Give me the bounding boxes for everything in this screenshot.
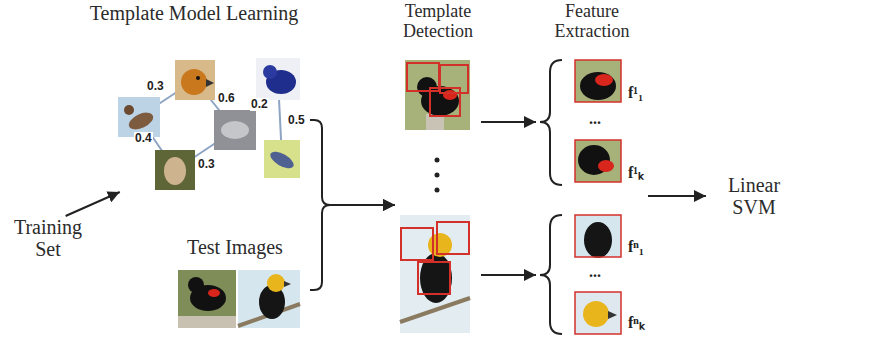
stage-heading: Feature Extraction	[536, 2, 648, 42]
edge-weight: 0.2	[250, 98, 269, 111]
detection-boxes	[401, 222, 469, 294]
bird-head	[263, 65, 277, 79]
thumb-ground	[256, 58, 300, 100]
thumb-ground	[264, 140, 300, 178]
red-wing-patch	[208, 289, 220, 297]
template-thumb	[175, 60, 215, 100]
detection-box	[401, 228, 433, 260]
flow-arrow	[66, 192, 120, 216]
stage-heading: Template Detection	[395, 2, 481, 42]
output-caption: Linear SVM	[706, 174, 802, 218]
thumb-ground	[118, 97, 160, 137]
detection-box	[437, 222, 469, 254]
feature-thumb	[575, 292, 621, 334]
bird-body	[164, 157, 186, 185]
feature-label: ...	[589, 263, 601, 281]
stage-heading: Template Model Learning	[78, 2, 310, 24]
edge-weight: 0.3	[146, 80, 165, 93]
input-caption: Training Set	[4, 216, 92, 260]
dot	[435, 158, 440, 163]
photo-ground	[405, 60, 470, 130]
feature-thumb	[575, 140, 621, 182]
bird-head	[181, 69, 207, 95]
bird-head	[267, 274, 285, 292]
bird-head	[583, 301, 609, 327]
thumb-ground	[575, 60, 621, 102]
thumb-ground	[175, 60, 215, 100]
edge-weight: 0.4	[134, 132, 153, 145]
feature-label: f¹ₖ	[628, 164, 644, 182]
feature-label: f¹₁	[628, 84, 643, 102]
red-wing-patch	[443, 90, 457, 100]
flow-arrow	[310, 205, 395, 290]
dot	[435, 188, 440, 193]
test-image	[178, 270, 236, 328]
photo-ground	[178, 270, 236, 328]
thumb-border	[575, 215, 621, 257]
detection-image	[400, 215, 470, 333]
feature-label: ...	[589, 110, 601, 128]
vertical-ellipsis	[435, 158, 440, 193]
feature-label: fⁿₖ	[628, 314, 645, 332]
thumb-ground	[155, 150, 195, 190]
curly-brace	[540, 60, 562, 185]
stage-heading: Linear SVM	[706, 174, 802, 218]
thumb-ground	[575, 140, 621, 182]
template-thumb	[155, 150, 195, 190]
thumb-border	[575, 292, 621, 334]
photo-ground	[238, 270, 300, 328]
detection-image	[405, 60, 470, 130]
edge-weight: 0.6	[217, 92, 236, 105]
stage-panel: Template Detection	[395, 2, 481, 335]
red-wing-patch	[595, 74, 613, 86]
dot	[435, 173, 440, 178]
feature-braces	[540, 60, 562, 334]
bird-body	[268, 148, 297, 171]
detection-boxes	[407, 63, 468, 116]
detection-box	[407, 63, 439, 91]
stage-panel: Test Images	[160, 236, 310, 334]
detection-box	[430, 88, 460, 116]
bird-beak	[284, 281, 291, 287]
bird-body	[580, 72, 616, 100]
thumb-ground	[575, 215, 621, 257]
bird-eye	[196, 76, 200, 80]
flow-arrow	[481, 121, 536, 123]
stage-heading: Training Set	[4, 216, 92, 260]
bird-head	[124, 105, 134, 115]
edge-weight: 0.5	[287, 114, 306, 127]
thumb-ground	[575, 292, 621, 334]
flow-arrow	[648, 195, 706, 197]
red-wing-patch	[598, 160, 614, 172]
flow-arrow	[481, 274, 536, 276]
template-thumb	[256, 58, 300, 100]
blurred-shape	[221, 121, 249, 139]
thumb-border	[575, 140, 621, 182]
detection-box	[418, 262, 450, 294]
edge-weight: 0.3	[197, 158, 216, 171]
stage-panel: Template Model Learning	[78, 2, 310, 192]
thumb-border	[575, 60, 621, 102]
thumb-ground	[214, 110, 256, 150]
feature-thumb	[575, 60, 621, 102]
stage-heading: Test Images	[160, 236, 310, 258]
template-thumb	[264, 140, 300, 178]
feature-thumb	[575, 215, 621, 258]
bird-beak	[608, 311, 617, 319]
flow-arrow	[310, 120, 395, 205]
template-thumb	[118, 97, 160, 137]
bird-body	[584, 222, 612, 258]
photo-ground	[400, 215, 470, 333]
feature-label: fⁿ₁	[628, 238, 644, 256]
perch	[178, 316, 236, 328]
template-thumb	[214, 110, 256, 150]
bird-beak	[206, 79, 214, 87]
bird-head	[188, 277, 204, 293]
test-image	[238, 270, 300, 328]
curly-brace	[540, 215, 562, 334]
